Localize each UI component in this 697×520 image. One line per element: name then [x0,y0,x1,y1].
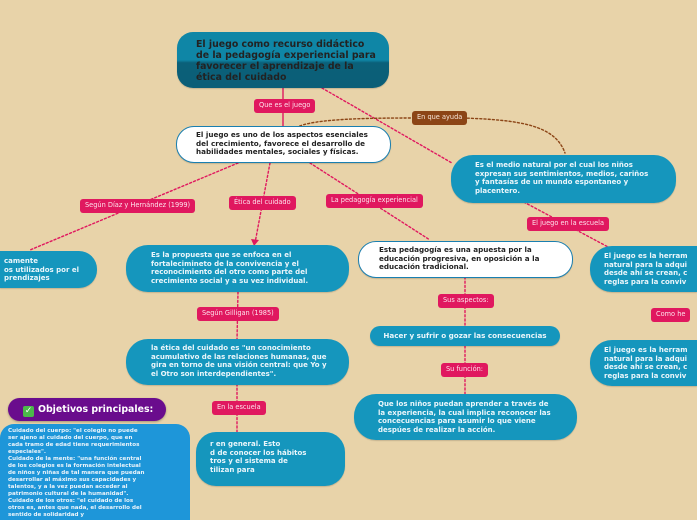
node-pedagogia-progresiva-text: Esta pedagogía es una apuesta por la edu… [379,245,540,272]
connector-definition-etica [254,162,271,244]
label-la-pedagogia-experiencial[interactable]: La pedagogía experiencial [326,194,423,208]
label-su-funcion[interactable]: Su función: [441,363,489,377]
label-segun-gilligan[interactable]: Según Gilligan (1985) [197,307,279,321]
connector-root-medio-natural [321,87,453,164]
node-funcion-aprender-text: Que los niños puedan aprender a través d… [378,400,551,434]
node-diaz-hernandez-text: camente os utilizados por el prendizajes [4,257,80,283]
objectives-title: Objetivos principales: [38,404,154,415]
label-en-la-escuela[interactable]: En la escuela [212,401,266,415]
objectives-body-box[interactable]: Cuidado del cuerpo: "el colegio no puede… [0,424,190,520]
node-en-la-escuela-texto-text: r en general. Esto d de conocer los hábi… [210,440,307,474]
label-como-he[interactable]: Como he [651,308,691,322]
label-etica-del-cuidado[interactable]: Ética del cuidado [229,196,296,210]
root-topic-node[interactable]: El juego como recurso didáctico de la pe… [177,32,389,88]
node-medio-natural[interactable]: Es el medio natural por el cual los niño… [451,155,676,203]
node-propuesta-etica[interactable]: Es la propuesta que se enfoca en el fort… [126,245,349,292]
node-pedagogia-progresiva[interactable]: Esta pedagogía es una apuesta por la edu… [358,241,573,278]
node-herramienta-2-text: El juego es la herram natural para la ad… [604,346,688,380]
node-herramienta-2[interactable]: El juego es la herram natural para la ad… [590,340,697,386]
node-gilligan-cita-text: la ética del cuidado es "un conocimiento… [151,344,327,378]
connector-etica-gilligan [236,291,239,341]
node-medio-natural-text: Es el medio natural por el cual los niño… [475,161,649,195]
label-que-es-el-juego[interactable]: Que es el juego [254,99,316,113]
objectives-header[interactable]: ✓ Objetivos principales: [8,398,166,421]
node-hacer-sufrir[interactable]: Hacer y sufrir o gozar las consecuencias [370,326,560,346]
node-propuesta-etica-text: Es la propuesta que se enfoca en el fort… [151,251,309,285]
label-sus-aspectos[interactable]: Sus aspectos: [438,294,494,308]
node-herramienta-1-text: El juego es la herram natural para la ad… [604,252,688,286]
node-funcion-aprender[interactable]: Que los niños puedan aprender a través d… [354,394,577,440]
node-definicion-juego-text: El juego es uno de los aspectos esencial… [196,130,368,157]
node-en-la-escuela-texto[interactable]: r en general. Esto d de conocer los hábi… [196,432,345,486]
node-definicion-juego[interactable]: El juego es uno de los aspectos esencial… [176,126,391,163]
label-el-juego-en-la-escuela[interactable]: El juego en la escuela [527,217,610,231]
arrow-head-etica [251,239,259,246]
label-en-que-ayuda[interactable]: En que ayuda [412,111,468,125]
node-gilligan-cita[interactable]: la ética del cuidado es "un conocimiento… [126,339,349,385]
objectives-body-text: Cuidado del cuerpo: "el colegio no puede… [8,428,145,518]
label-segun-diaz-hernandez[interactable]: Según Díaz y Hernández (1999) [80,199,196,213]
connector-en-que-ayuda-2 [462,117,566,154]
check-mark-icon: ✓ [23,406,34,417]
node-diaz-hernandez[interactable]: camente os utilizados por el prendizajes [0,251,97,288]
connector-en-que-ayuda [295,117,413,129]
node-hacer-sufrir-text: Hacer y sufrir o gozar las consecuencias [383,331,547,340]
root-topic-text: El juego como recurso didáctico de la pe… [196,39,376,83]
node-herramienta-1[interactable]: El juego es la herram natural para la ad… [590,246,697,292]
